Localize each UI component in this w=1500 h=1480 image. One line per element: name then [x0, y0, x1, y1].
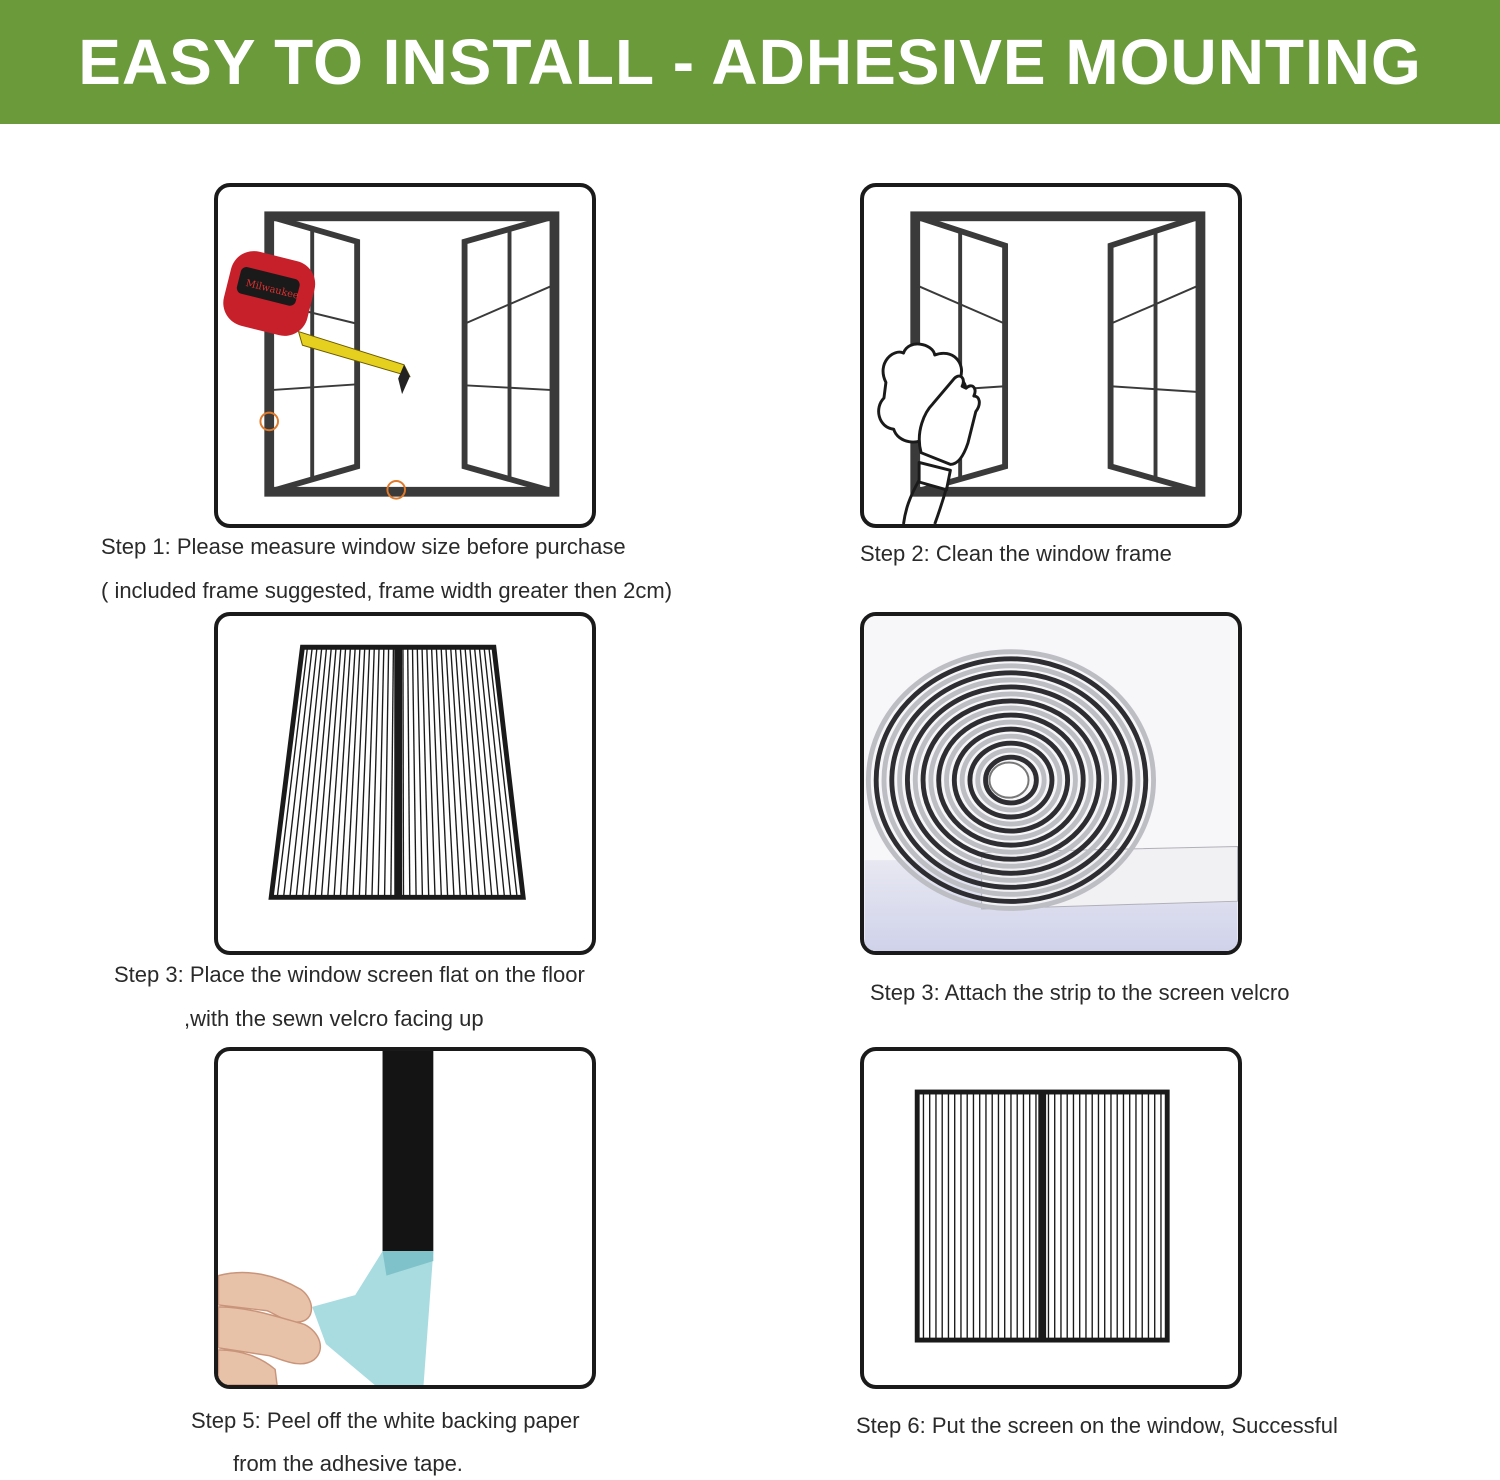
mesh-line — [302, 649, 328, 896]
tape-strip — [382, 1051, 434, 1252]
step6-caption: Step 6: Put the screen on the window, Su… — [856, 1413, 1338, 1438]
mesh-line — [320, 649, 342, 896]
step2-caption: Step 2: Clean the window frame — [860, 541, 1172, 566]
roll-ring — [944, 719, 1078, 841]
roll-ring — [881, 663, 1141, 897]
mesh-line — [459, 649, 480, 896]
step4-caption: Step 3: Attach the strip to the screen v… — [870, 980, 1290, 1005]
mesh-line — [352, 649, 366, 896]
mesh-line — [289, 649, 318, 896]
mesh-line — [464, 649, 487, 896]
mesh-line — [333, 649, 351, 896]
step3-caption: Step 3: Place the window screen flat on … — [114, 962, 585, 987]
mesh-line — [430, 649, 442, 896]
mesh-line — [283, 649, 313, 896]
roll-ring — [951, 726, 1071, 834]
roll-ring — [928, 705, 1094, 855]
mesh-line — [365, 649, 375, 896]
roll-ring — [865, 649, 1156, 911]
mesh-line — [478, 649, 505, 896]
roll-ring — [904, 684, 1117, 876]
mesh-line — [383, 649, 390, 896]
title-banner: EASY TO INSTALL - ADHESIVE MOUNTING — [0, 0, 1500, 124]
step5-illustration — [218, 1051, 434, 1385]
velcro-roll — [864, 616, 1238, 951]
mesh-line — [377, 649, 385, 896]
roll-ring — [920, 698, 1102, 862]
mesh-line — [474, 649, 499, 896]
step3-caption-note: ,with the sewn velcro facing up — [184, 1006, 484, 1031]
mesh-line — [411, 649, 417, 896]
mesh-line — [426, 649, 436, 896]
step5-caption: Step 5: Peel off the white backing paper — [191, 1408, 580, 1433]
mesh-line — [371, 649, 380, 896]
mesh-line — [440, 649, 455, 896]
roll-ring — [889, 670, 1133, 890]
tape-measure-icon: Milwaukee — [223, 251, 411, 395]
step3-panel — [214, 612, 596, 955]
mesh-line — [445, 649, 461, 896]
roll-ring — [959, 733, 1063, 827]
mesh-line — [339, 649, 356, 896]
mesh-line — [407, 649, 411, 896]
step2-panel — [860, 183, 1242, 528]
step5-panel — [214, 1047, 596, 1389]
roll-ring — [967, 740, 1055, 820]
step1-illustration: Milwaukee — [223, 211, 560, 500]
step1-caption: Step 1: Please measure window size befor… — [101, 534, 626, 559]
gloved-hand-cleaning-icon — [877, 342, 981, 524]
step6-panel — [860, 1047, 1242, 1389]
step1-caption-note: ( included frame suggested, frame width … — [101, 578, 673, 603]
mesh-line — [402, 649, 405, 896]
step4-panel — [860, 612, 1242, 955]
folded-screen — [268, 644, 526, 900]
installed-screen — [914, 1089, 1170, 1343]
mesh-line — [469, 649, 493, 896]
mesh-line — [435, 649, 449, 896]
roll-ring — [983, 754, 1039, 806]
page-title: EASY TO INSTALL - ADHESIVE MOUNTING — [78, 26, 1422, 98]
mesh-line — [308, 649, 332, 896]
mesh-line — [390, 649, 395, 896]
mesh-line — [488, 649, 518, 896]
mesh-line — [483, 649, 512, 896]
step2-illustration — [877, 211, 1206, 524]
roll-ring — [873, 656, 1149, 904]
mesh-line — [276, 649, 308, 896]
mesh-line — [454, 649, 474, 896]
mesh-line — [421, 649, 430, 896]
fingers-peeling — [218, 1271, 322, 1385]
mesh-line — [416, 649, 424, 896]
step1-panel: Milwaukee — [214, 183, 596, 528]
mesh-line — [314, 649, 337, 896]
measure-marker — [259, 411, 279, 432]
backing-paper — [312, 1251, 434, 1385]
mesh-line — [450, 649, 468, 896]
window-frame — [264, 211, 560, 497]
roll-ring — [897, 677, 1125, 883]
roll-ring — [975, 747, 1047, 813]
mesh-line — [327, 649, 347, 896]
mesh-line — [295, 649, 323, 896]
roll-ring — [936, 712, 1086, 848]
step5-caption-note: from the adhesive tape. — [233, 1451, 463, 1476]
measure-marker — [386, 480, 406, 500]
roll-ring — [912, 691, 1110, 869]
mesh-line — [346, 649, 361, 896]
mesh-line — [358, 649, 371, 896]
